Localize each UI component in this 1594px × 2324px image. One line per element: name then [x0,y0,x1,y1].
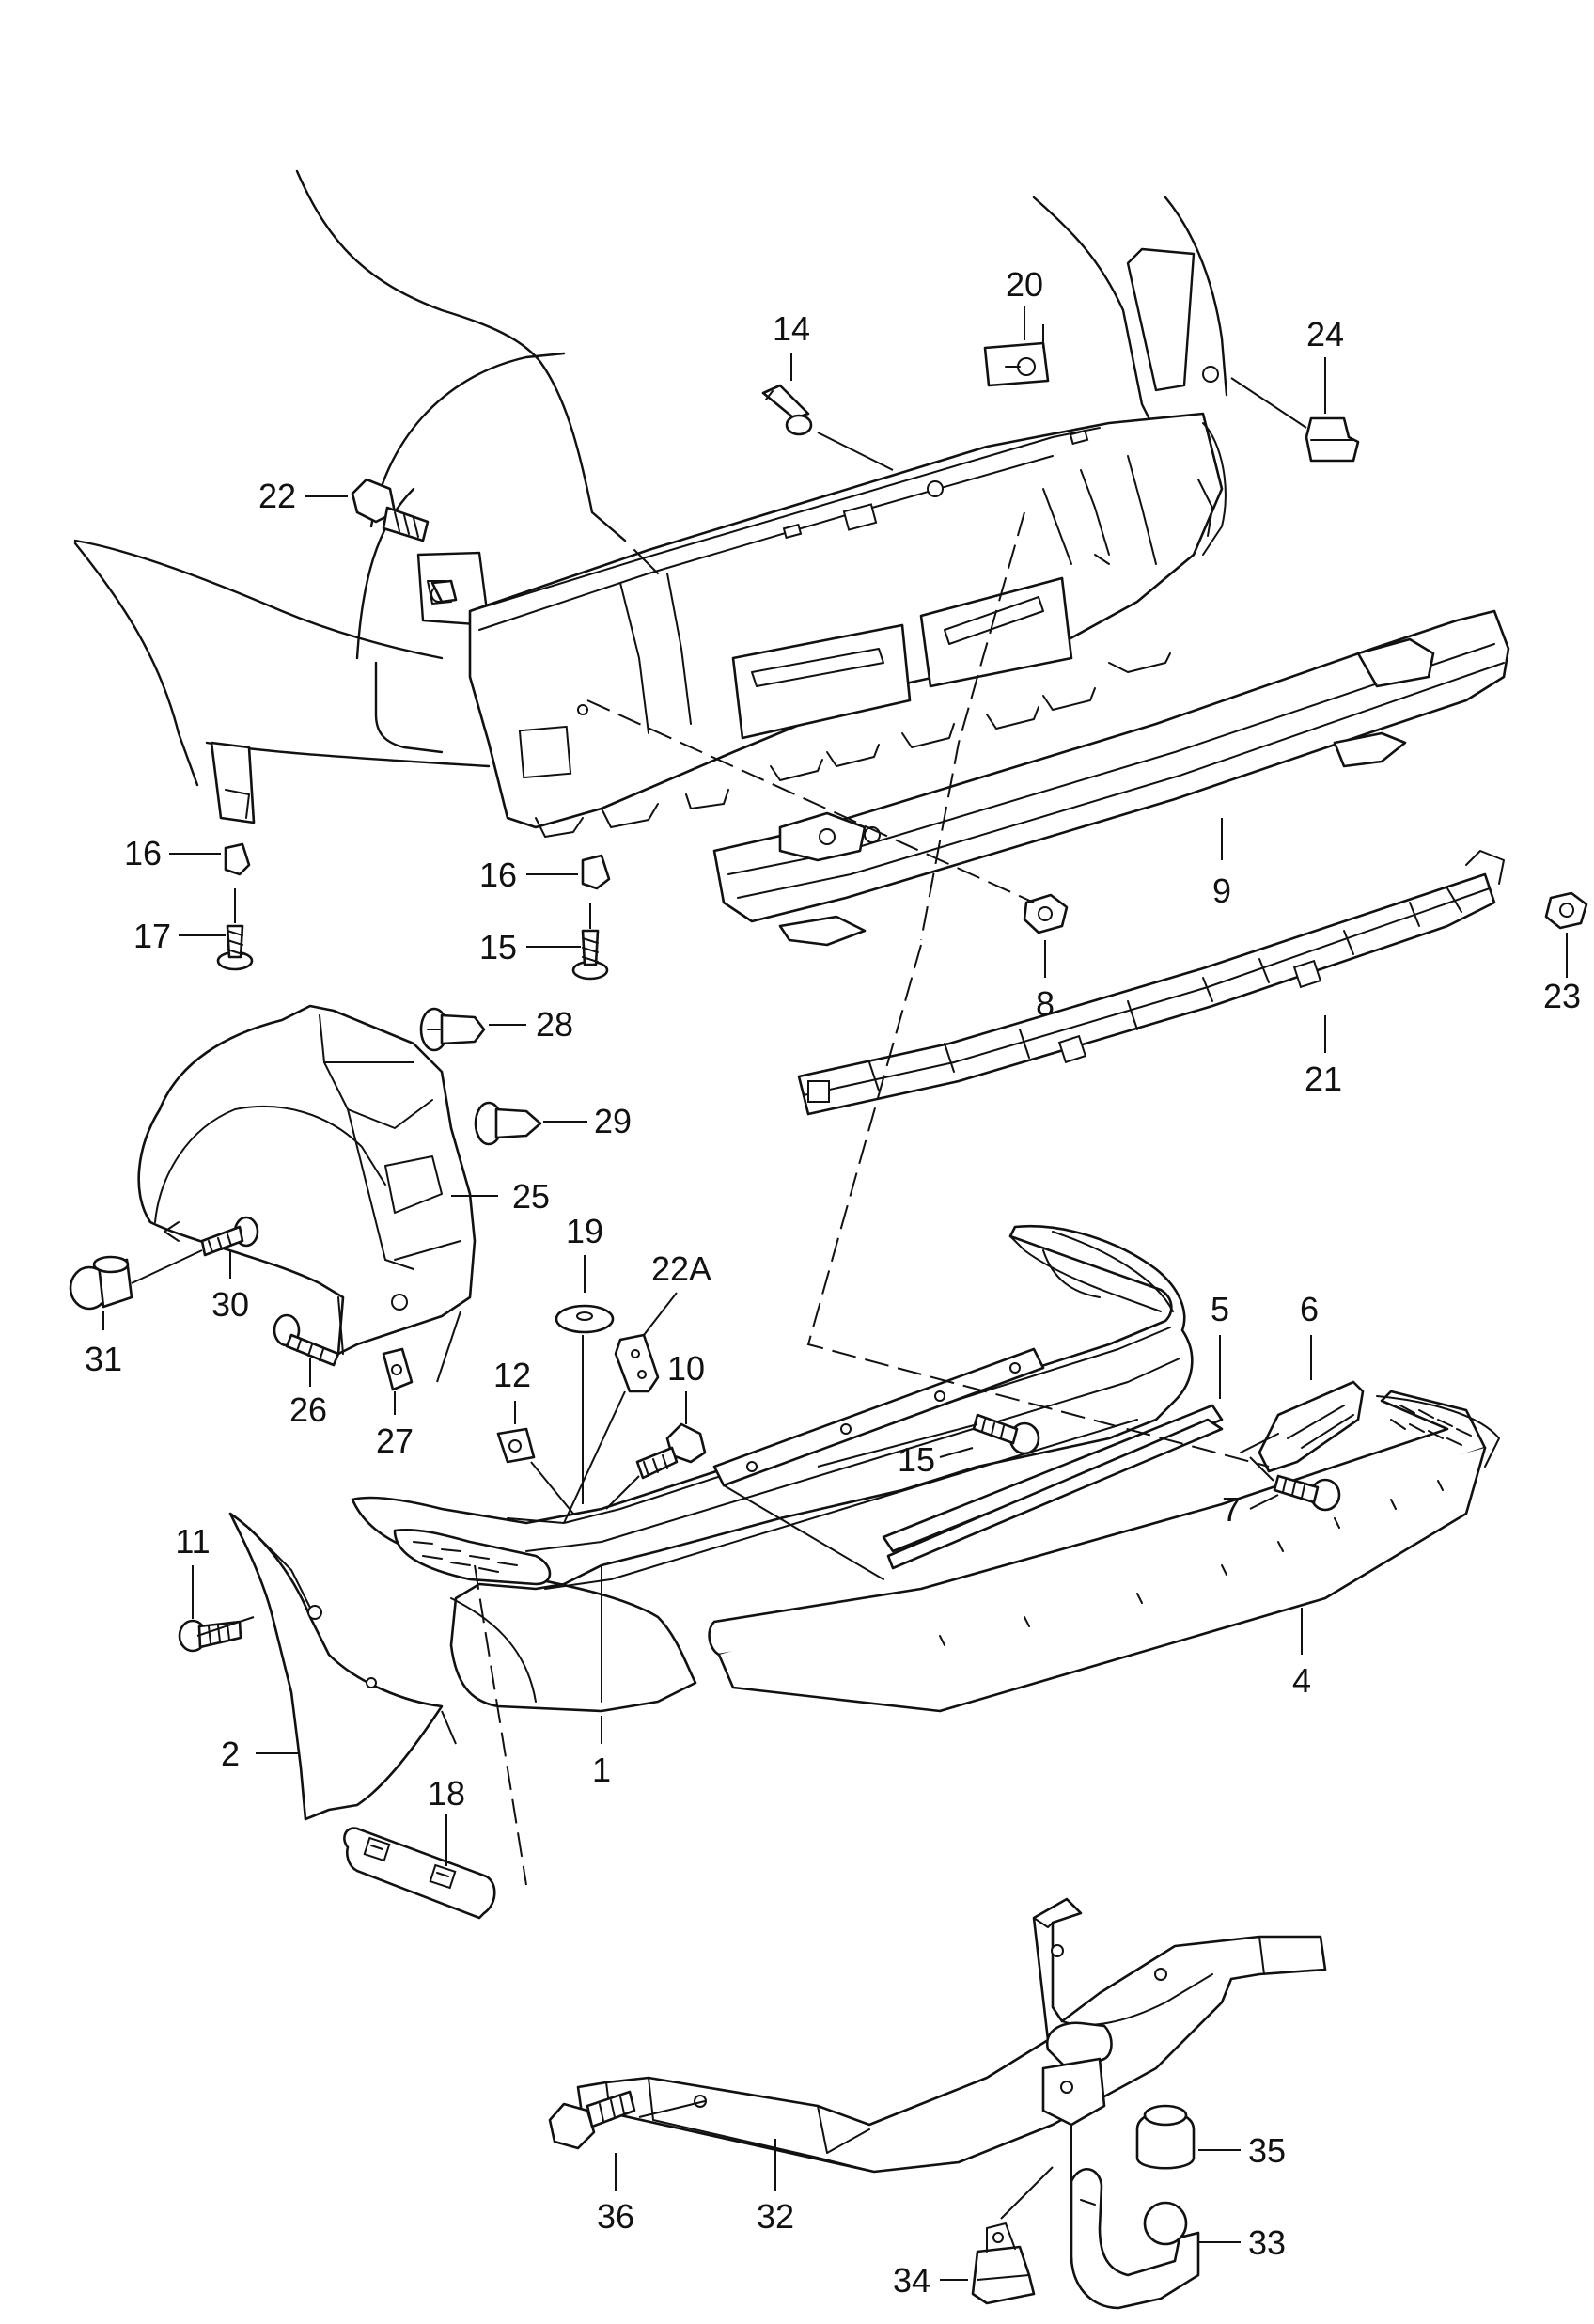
tow-bar-32 [576,1897,1327,2174]
socket-bracket-34 [971,2222,1036,2305]
callout-36: 36 [597,2197,634,2236]
callout-28: 28 [536,1005,573,1044]
clip-16b [581,854,611,890]
bolt-14 [761,384,813,436]
bumper-carrier-9 [712,609,1510,947]
callout-6: 6 [1300,1290,1319,1328]
callout-35: 35 [1248,2131,1286,2170]
callout-30: 30 [211,1285,249,1324]
callout-26: 26 [289,1390,327,1429]
protective-cap-35 [1135,2104,1196,2170]
guide-6 [1240,1380,1365,1473]
callout-labels: 14 20 24 22 16 17 16 15 9 8 23 21 28 29 … [85,265,1581,2300]
callout-18: 18 [428,1774,465,1813]
callout-22: 22 [258,477,296,515]
bracket-18 [343,1827,496,1920]
clip-24 [1305,416,1360,463]
callout-27: 27 [376,1421,414,1460]
callout-21: 21 [1305,1060,1342,1098]
bumper-cover-1 [351,1224,1224,1713]
screw-7 [1273,1474,1341,1512]
bolt-36 [548,2090,636,2150]
callout-19: 19 [566,1212,603,1250]
trim-strip-4 [708,1390,1500,1713]
callout-25: 25 [512,1177,550,1216]
callout-11: 11 [175,1522,210,1561]
clip-16a [224,842,251,876]
callout-23: 23 [1543,977,1581,1015]
callout-32: 32 [757,2197,794,2236]
callout-1: 1 [592,1751,611,1789]
callout-22A: 22A [651,1249,711,1288]
callout-4: 4 [1292,1661,1311,1700]
clip-12 [496,1427,536,1464]
callout-16-left: 16 [124,834,162,872]
reinforcement-21 [797,850,1505,1116]
clip-28 [419,1007,486,1052]
callout-31: 31 [85,1340,122,1378]
leader-lines [102,306,1568,2281]
callout-15-lower: 15 [898,1440,935,1479]
clip-27 [382,1347,414,1391]
clip-29 [474,1101,542,1146]
part-20 [983,341,1050,387]
callout-34: 34 [893,2261,930,2300]
clip-22A [614,1333,660,1393]
callout-9: 9 [1212,872,1231,910]
bolt-10 [635,1422,707,1480]
callout-16-center: 16 [479,856,517,894]
callout-20: 20 [1006,265,1043,304]
callout-17: 17 [133,917,171,955]
ball-hitch-33 [1070,2168,1200,2310]
callout-5: 5 [1211,1290,1229,1328]
wheel-housing-liner-25 [137,1004,477,1356]
vehicle-rear-body [73,169,1228,838]
screw-30 [200,1216,259,1257]
grommet-31 [69,1255,133,1311]
screw-26 [273,1313,340,1367]
callout-24: 24 [1306,315,1344,353]
nut-8 [1023,893,1069,934]
mud-flap-2 [228,1512,444,1821]
callout-2: 2 [221,1735,240,1773]
callout-14: 14 [773,309,810,348]
callout-8: 8 [1036,984,1055,1023]
callout-7: 7 [1222,1490,1241,1529]
screw-15a [571,929,609,981]
washer-19 [555,1304,615,1334]
bolt-22 [351,478,430,542]
callout-33: 33 [1248,2223,1286,2262]
callout-29: 29 [594,1102,632,1140]
callout-10: 10 [667,1349,705,1388]
screw-11 [178,1619,242,1653]
nut-23 [1544,891,1588,930]
seal-strip-5 [886,1418,1224,1570]
callout-15-upper: 15 [479,928,517,966]
screw-17 [216,924,254,971]
callout-12: 12 [493,1356,531,1394]
